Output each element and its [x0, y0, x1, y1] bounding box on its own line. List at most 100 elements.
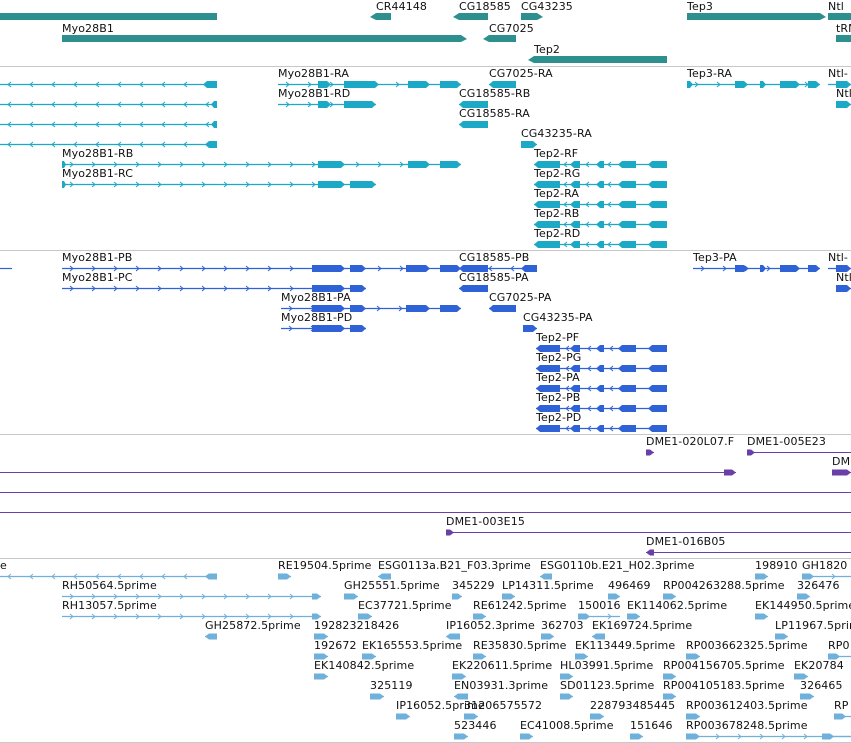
feature-dme1-020l07-f[interactable] [646, 449, 654, 456]
feature-tep2-pa[interactable] [536, 385, 667, 392]
feature-ek20784[interactable] [794, 673, 808, 680]
feature-unlabeled[interactable] [0, 141, 217, 148]
feature-325119[interactable] [370, 693, 384, 700]
feature-myo28b1-pb[interactable] [62, 265, 461, 272]
feature-myo28b1-rc[interactable] [62, 181, 376, 188]
feature-cg18585-pb[interactable] [459, 265, 537, 272]
feature-ip16052-5prime[interactable] [396, 713, 410, 720]
feature-myo28b1-pc[interactable] [62, 285, 366, 292]
feature-ntl[interactable] [828, 13, 851, 20]
feature-e[interactable] [0, 573, 217, 580]
feature-gh1820[interactable] [802, 573, 851, 580]
feature-198910[interactable] [755, 573, 768, 580]
feature-ek165553-5prime[interactable] [362, 653, 376, 660]
feature-cg18585-pa[interactable] [459, 285, 488, 292]
feature-362703[interactable] [541, 633, 554, 640]
feature-tep3-pa[interactable] [693, 265, 820, 272]
feature-unlabeled[interactable] [0, 121, 217, 128]
feature-rp004105183-5prime[interactable] [663, 693, 676, 700]
feature-unlabeled[interactable] [0, 81, 217, 88]
feature-ek144950-5prime[interactable] [755, 613, 768, 620]
feature-esg0110b-e21-h02-3prime[interactable] [540, 573, 552, 580]
feature-re19504-5prime[interactable] [278, 573, 291, 580]
feature-cg7025-pa[interactable] [489, 305, 516, 312]
feature-myo28b1-pa[interactable] [281, 305, 461, 312]
feature-dme1-005e23[interactable] [747, 449, 851, 456]
feature-496469[interactable] [608, 593, 620, 600]
feature-rp004263288-5prime[interactable] [663, 593, 676, 600]
feature-cg43235[interactable] [521, 13, 543, 20]
feature-cg18585-ra[interactable] [459, 121, 488, 128]
feature-lp14311-5prime[interactable] [502, 593, 515, 600]
feature-tep3-ra[interactable] [687, 81, 820, 88]
feature-ec37721-5prime[interactable] [358, 613, 372, 620]
feature-rp004156705-5prime[interactable] [663, 673, 676, 680]
feature-sd01123-5prime[interactable] [560, 693, 573, 700]
feature-ec41008-5prime[interactable] [520, 733, 533, 740]
feature-dm[interactable] [832, 469, 851, 476]
feature-cg43235-pa[interactable] [523, 325, 537, 332]
feature-tep2[interactable] [528, 56, 667, 63]
feature-tep2-pd[interactable] [536, 425, 667, 432]
feature-151646[interactable] [630, 733, 643, 740]
feature-tep2-pb[interactable] [536, 405, 667, 412]
feature-myo28b1-rd[interactable] [278, 101, 376, 108]
feature-tep2-pf[interactable] [536, 345, 667, 352]
feature-ek140842-5prime[interactable] [314, 673, 328, 680]
feature-rh13057-5prime[interactable] [62, 613, 321, 620]
feature-cg18585[interactable] [453, 13, 488, 20]
feature-cg7025-ra[interactable] [489, 81, 516, 88]
feature-lp11967-5prime[interactable] [775, 633, 788, 640]
feature-192672[interactable] [314, 653, 328, 660]
feature-cg7025[interactable] [483, 35, 516, 42]
feature-rh50564-5prime[interactable] [62, 593, 321, 600]
feature-ek114062-5prime[interactable] [627, 613, 640, 620]
feature-unlabeled[interactable] [0, 101, 217, 108]
feature-myo28b1-ra[interactable] [278, 81, 461, 88]
feature-tep3[interactable] [687, 13, 826, 20]
feature-rp[interactable] [834, 713, 851, 720]
feature-unlabeled[interactable] [822, 733, 851, 740]
feature-tep2-pg[interactable] [536, 365, 667, 372]
feature-hl03991-5prime[interactable] [560, 673, 573, 680]
feature-gh25872-5prime[interactable] [205, 633, 217, 640]
feature-myo28b1-rb[interactable] [62, 161, 461, 168]
feature-tep2-ra[interactable] [534, 201, 667, 208]
feature-dme1-003e15[interactable] [446, 529, 851, 536]
feature-tep2-rb[interactable] [534, 221, 667, 228]
feature-ek220611-5prime[interactable] [452, 673, 466, 680]
feature-ek169724-5prime[interactable] [592, 633, 605, 640]
feature-ntl-[interactable] [828, 265, 851, 272]
feature-345229[interactable] [452, 593, 462, 600]
feature-ip16052-3prime[interactable] [446, 633, 460, 640]
feature-re35830-5prime[interactable] [473, 653, 486, 660]
feature-rp0[interactable] [828, 653, 851, 660]
feature-unlabeled[interactable] [0, 469, 736, 476]
feature-tep2-rd[interactable] [534, 241, 667, 248]
feature-cr44148[interactable] [370, 13, 391, 20]
feature-ntl[interactable] [836, 101, 851, 108]
feature-myo28b1[interactable] [62, 35, 467, 42]
feature-tep2-rg[interactable] [534, 181, 667, 188]
feature-150016[interactable] [578, 613, 620, 620]
feature-326476[interactable] [797, 593, 810, 600]
feature-31206575572[interactable] [464, 713, 478, 720]
feature-gh25551-5prime[interactable] [344, 593, 358, 600]
feature-trna[interactable] [836, 35, 851, 42]
feature-rp003612403-5prime[interactable] [686, 713, 700, 720]
feature-rp003662325-5prime[interactable] [686, 653, 700, 660]
feature-unlabeled[interactable] [0, 13, 217, 20]
feature-ntl-[interactable] [828, 81, 851, 88]
feature-esg0113a-b21-f03-3prime[interactable] [378, 573, 391, 580]
feature-ntl[interactable] [836, 285, 851, 292]
feature-ek113449-5prime[interactable] [575, 653, 588, 660]
feature-523446[interactable] [454, 733, 468, 740]
feature-re61242-5prime[interactable] [473, 613, 486, 620]
feature-228793485445[interactable] [590, 713, 604, 720]
feature-myo28b1-pd[interactable] [281, 325, 366, 332]
feature-dme1-016b05[interactable] [646, 549, 851, 556]
feature-tep2-rf[interactable] [534, 161, 667, 168]
feature-cg18585-rb[interactable] [459, 101, 488, 108]
feature-326465[interactable] [800, 693, 814, 700]
feature-192823218426[interactable] [314, 633, 328, 640]
